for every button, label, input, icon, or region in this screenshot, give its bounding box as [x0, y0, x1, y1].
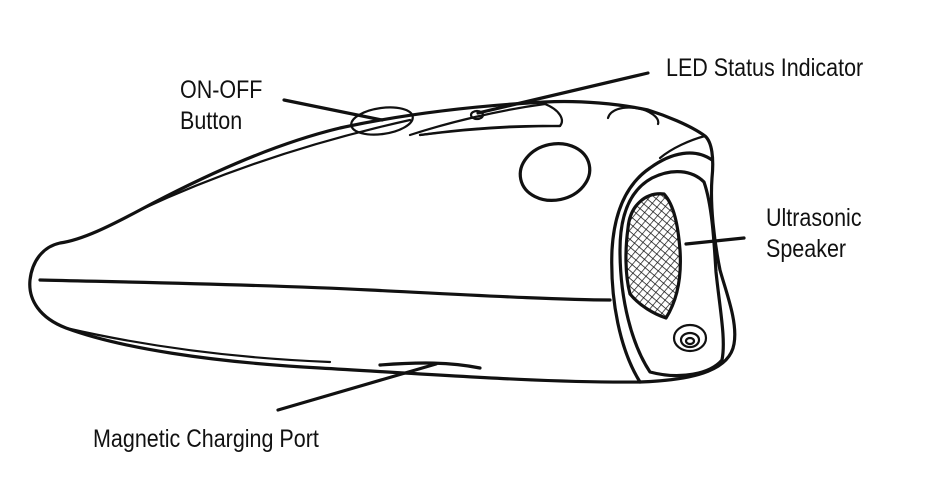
magnetic-charging-port-label: Magnetic Charging Port: [93, 424, 319, 455]
leader-lines: [276, 71, 746, 412]
on-off-label-line2: Button: [180, 107, 243, 135]
ultrasonic-speaker-label: Ultrasonic Speaker: [766, 203, 862, 265]
on-off-label-line1: ON-OFF: [180, 76, 263, 104]
leader-on-off: [282, 98, 384, 122]
device-body: [28, 99, 737, 384]
leader-led: [476, 71, 650, 115]
speaker-label-line1: Ultrasonic: [766, 204, 862, 232]
leader-speaker: [684, 236, 746, 246]
speaker-grille: [624, 192, 682, 320]
on-off-button-label: ON-OFF Button: [180, 75, 262, 137]
led-label-text: LED Status Indicator: [666, 54, 864, 82]
leader-charging: [276, 362, 438, 412]
led-status-indicator-label: LED Status Indicator: [666, 53, 863, 84]
charging-label-text: Magnetic Charging Port: [93, 425, 319, 453]
speaker-label-line2: Speaker: [766, 235, 847, 263]
